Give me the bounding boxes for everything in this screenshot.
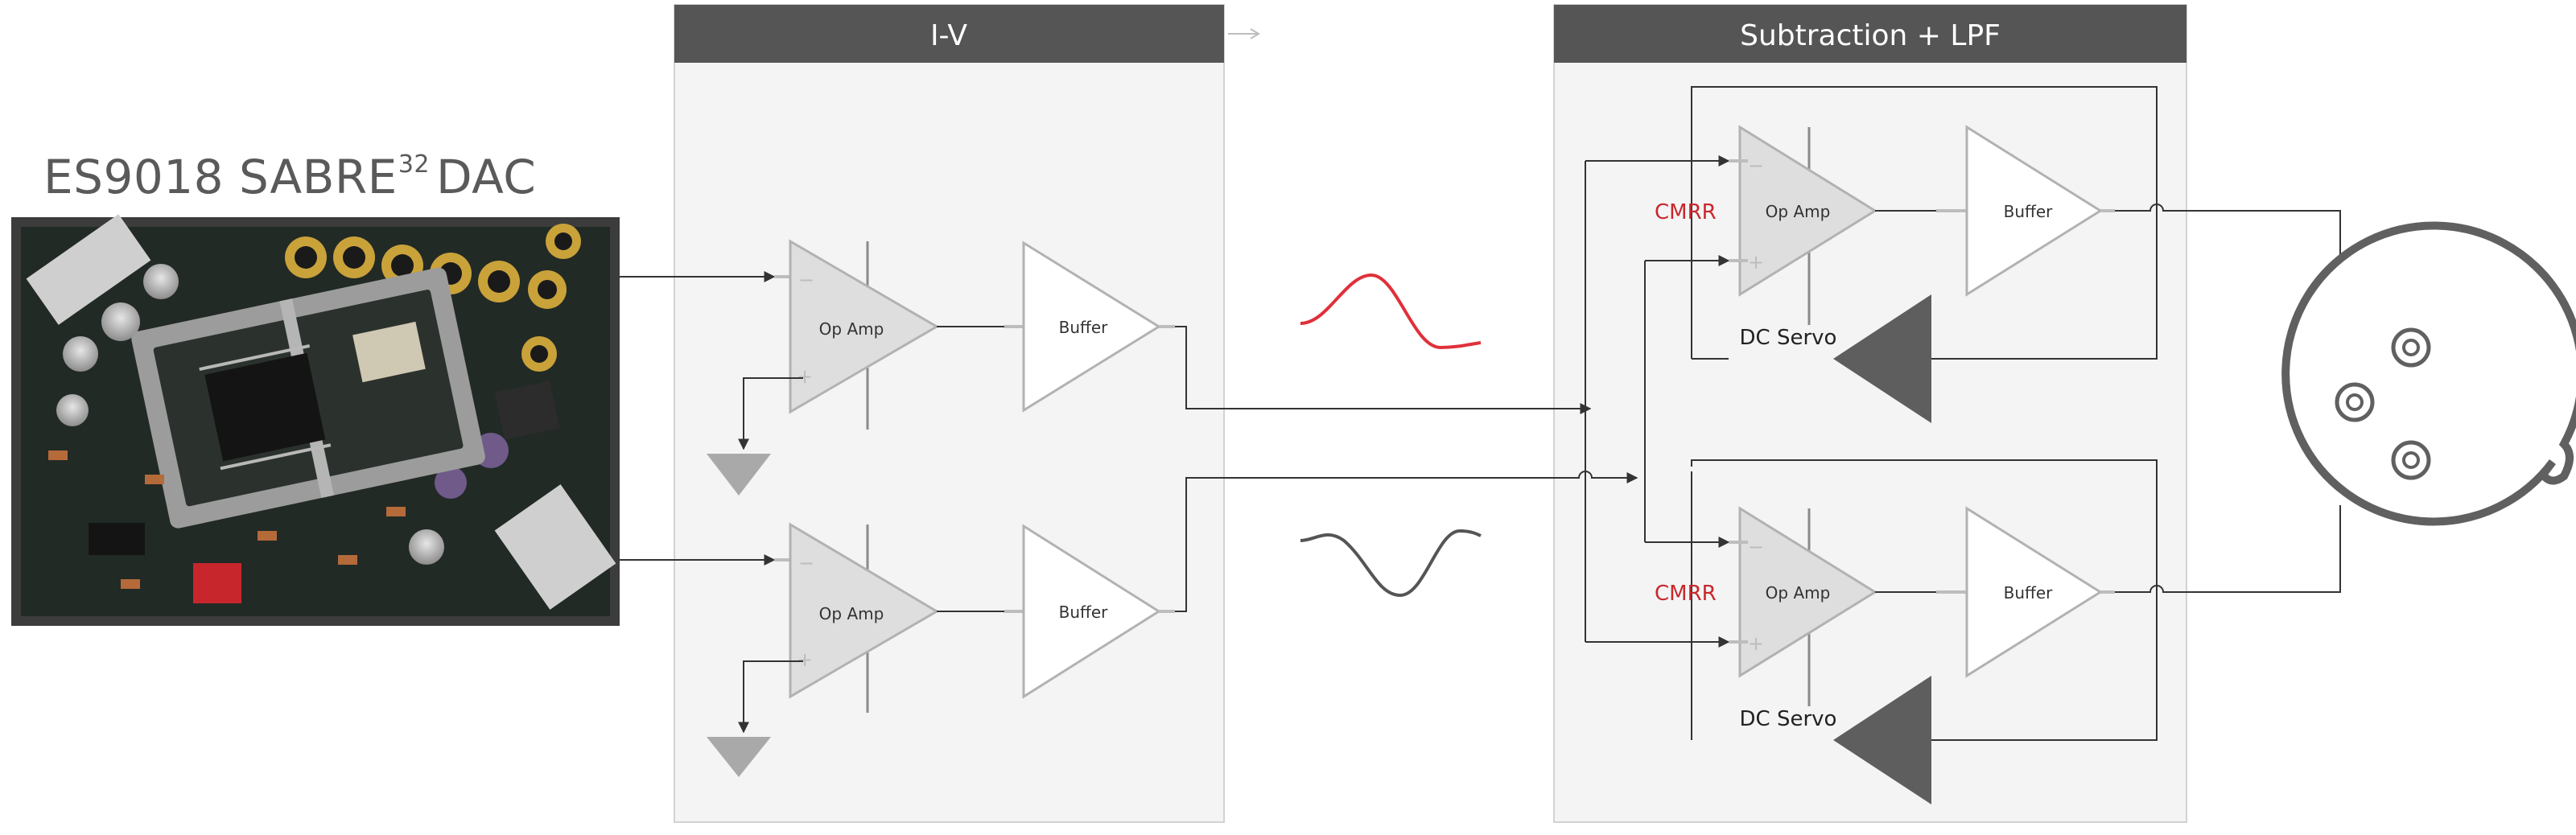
svg-text:−: −	[1748, 536, 1764, 558]
dc-servo-label-bottom: DC Servo	[1740, 707, 1837, 731]
svg-text:−: −	[798, 552, 814, 574]
ground-icon	[707, 454, 771, 496]
svg-text:Op Amp: Op Amp	[1766, 583, 1831, 603]
sub-stage-bottom: Op Amp − + CMRR Buffer DC Servo	[1655, 459, 2341, 804]
svg-text:Buffer: Buffer	[1059, 603, 1108, 622]
svg-text:Buffer: Buffer	[2004, 202, 2053, 221]
pcb-board-photo	[11, 214, 620, 626]
arrow-icon	[1228, 28, 1260, 39]
sub-stage-top: Op Amp − + CMRR Buffer DC Servo	[1655, 86, 2341, 423]
buffer-iv-top: Buffer	[1022, 241, 1161, 413]
svg-text:+: +	[1748, 632, 1764, 655]
dc-servo-top: DC Servo	[1740, 294, 1931, 423]
sub-wiring	[1585, 155, 1730, 648]
buffer-iv-bottom: Buffer	[1022, 524, 1161, 699]
buffer-sub-top: Buffer	[1965, 125, 2103, 297]
iv-stage-top: Op Amp − + Buffer	[620, 239, 1592, 496]
sub-panel-header	[1554, 5, 2187, 63]
dc-servo-bottom: DC Servo	[1740, 676, 1931, 804]
opamp-iv-top: Op Amp − +	[789, 239, 939, 430]
cmrr-label-top: CMRR	[1655, 200, 1717, 224]
dc-servo-label-top: DC Servo	[1740, 326, 1837, 350]
svg-text:Buffer: Buffer	[1059, 318, 1108, 337]
svg-text:Buffer: Buffer	[2004, 583, 2053, 603]
iv-panel-body	[674, 4, 1225, 823]
buffer-sub-bottom: Buffer	[1965, 506, 2103, 678]
sine-negative-icon	[1300, 529, 1482, 598]
sub-panel: Subtraction + LPF	[1553, 4, 2187, 823]
svg-text:Op Amp: Op Amp	[819, 604, 884, 623]
iv-panel-title: I-V	[930, 19, 967, 52]
svg-text:+: +	[1748, 251, 1764, 274]
cmrr-label-bottom: CMRR	[1655, 582, 1717, 606]
svg-text:−: −	[798, 269, 814, 291]
iv-stage-bottom: Op Amp − + Buffer	[620, 471, 1638, 777]
opamp-iv-bottom: Op Amp − +	[789, 522, 939, 713]
opamp-sub-bottom: Op Amp − +	[1729, 506, 1877, 706]
opamp-sub-top: Op Amp − +	[1729, 125, 1877, 325]
svg-text:+: +	[797, 365, 813, 388]
svg-text:−: −	[1748, 154, 1764, 177]
svg-text:+: +	[797, 648, 813, 671]
iv-panel: I-V	[674, 4, 1225, 823]
sub-panel-body	[1553, 4, 2187, 823]
svg-text:Op Amp: Op Amp	[1766, 202, 1831, 221]
xlr-connector-icon	[2281, 221, 2576, 526]
sine-positive-icon	[1300, 273, 1482, 350]
iv-panel-header	[674, 5, 1224, 63]
svg-text:Op Amp: Op Amp	[819, 319, 884, 339]
sub-panel-title: Subtraction + LPF	[1740, 19, 2001, 52]
ground-icon	[707, 737, 771, 777]
